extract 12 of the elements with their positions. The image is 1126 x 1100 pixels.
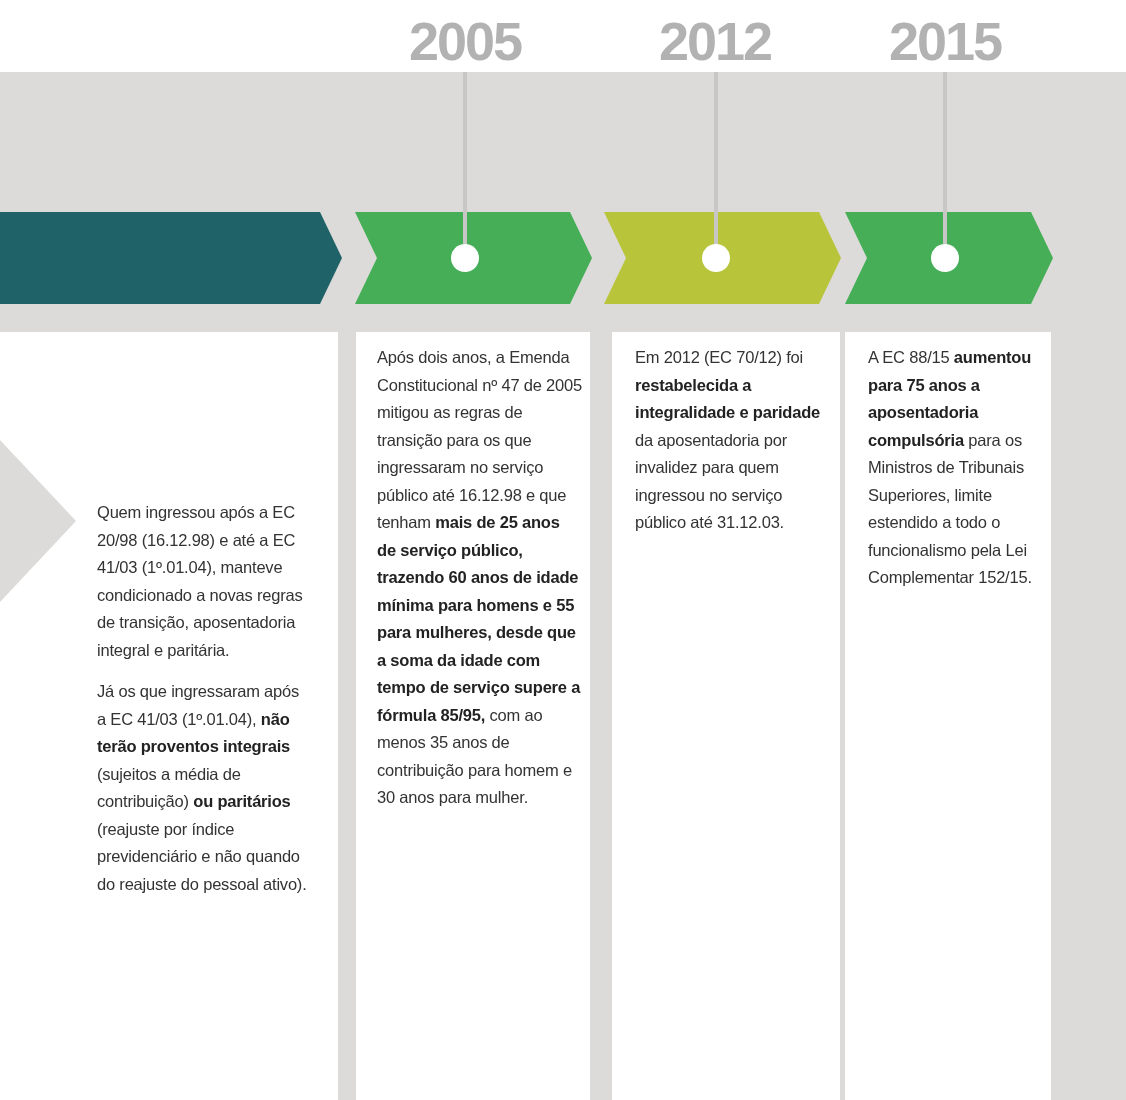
year-label: 2012 <box>658 11 772 71</box>
text-card <box>356 332 590 1100</box>
year-label: 2015 <box>888 11 1002 71</box>
text-card <box>612 332 840 1100</box>
text-card <box>0 332 338 1100</box>
year-label: 2005 <box>408 11 522 71</box>
paragraph: Em 2012 (EC 70/12) foi restabelecida a integralidade e paridade da aposentadoria por invalidez para quem ingressou no serviço público até 31.12.03. <box>635 347 821 533</box>
paragraph: Quem ingressou após a EC 20/98 (16.12.98) e até a EC 41/03 (1º.01.04), manteve condicionado a novas regras de transição, aposentadoria integral e paritária. <box>97 502 304 661</box>
text-card <box>845 332 1051 1100</box>
paragraph: Já os que ingressaram após a EC 41/03 (1º.01.04), não terão proventos integrais (sujeitos a média de contribuição) ou paritários (reajuste por índice previdenciário e não quando do reajuste do pessoal ativo). <box>97 681 308 895</box>
paragraph: Após dois anos, a Emenda Constitucional nº 47 de 2005 mitigou as regras de transição para os que ingressaram no serviço público até 16.12.98 e que tenham mais de 25 anos de serviço público, trazendo 60 anos de idade mínima para homens e 55 para mulheres, desde que a soma da idade com tempo de serviço supere a fórmula 85/95, com ao menos 35 anos de contribuição para homem e 30 anos para mulher. <box>377 347 582 808</box>
paragraph: A EC 88/15 aumentou para 75 anos a aposentadoria compulsória para os Ministros de Tribunais Superiores, limite estendido a todo o funcionalismo pela Lei Complementar 152/15. <box>868 347 1033 588</box>
